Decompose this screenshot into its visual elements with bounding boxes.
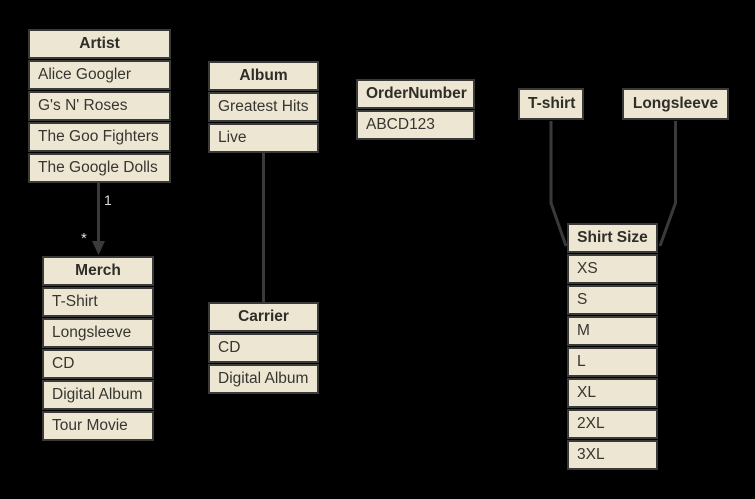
entity-artist: Artist Alice Googler G's N' Roses The Go…: [28, 29, 171, 184]
entity-merch-row: Tour Movie: [42, 411, 154, 441]
entity-carrier: Carrier CD Digital Album: [208, 302, 319, 395]
arrowhead-artist-merch: [92, 241, 105, 255]
entity-artist-row: Alice Googler: [28, 60, 171, 90]
entity-shirtsize-row: XL: [567, 378, 658, 408]
entity-tshirt: T-shirt: [518, 88, 584, 121]
entity-merch-row: T-Shirt: [42, 287, 154, 317]
entity-longsleeve-title: Longsleeve: [622, 88, 729, 120]
entity-shirtsize-row: XS: [567, 254, 658, 284]
entity-merch-title: Merch: [42, 256, 154, 286]
entity-carrier-title: Carrier: [208, 302, 319, 332]
entity-merch-row: Longsleeve: [42, 318, 154, 348]
entity-carrier-row: CD: [208, 333, 319, 363]
entity-shirtsize-title: Shirt Size: [567, 223, 658, 253]
entity-artist-row: G's N' Roses: [28, 91, 171, 121]
entity-artist-title: Artist: [28, 29, 171, 59]
entity-shirtsize-row: S: [567, 285, 658, 315]
entity-shirtsize-row: M: [567, 316, 658, 346]
entity-shirtsize: Shirt Size XS S M L XL 2XL 3XL: [567, 223, 658, 471]
entity-longsleeve: Longsleeve: [622, 88, 729, 121]
entity-album-title: Album: [208, 61, 319, 91]
entity-shirtsize-row: L: [567, 347, 658, 377]
entity-ordernumber-title: OrderNumber: [356, 79, 475, 109]
entity-ordernumber-row: ABCD123: [356, 110, 475, 140]
entity-shirtsize-row: 2XL: [567, 409, 658, 439]
connector-tshirt-shirtsize: [549, 121, 568, 247]
entity-merch-row: Digital Album: [42, 380, 154, 410]
connector-label-one: 1: [104, 192, 112, 208]
entity-album: Album Greatest Hits Live: [208, 61, 319, 154]
entity-artist-row: The Google Dolls: [28, 153, 171, 183]
entity-carrier-row: Digital Album: [208, 364, 319, 394]
connector-longsleeve-shirtsize: [658, 121, 677, 247]
entity-shirtsize-row: 3XL: [567, 440, 658, 470]
entity-album-row: Greatest Hits: [208, 92, 319, 122]
entity-artist-row: The Goo Fighters: [28, 122, 171, 152]
entity-merch: Merch T-Shirt Longsleeve CD Digital Albu…: [42, 256, 154, 442]
entity-merch-row: CD: [42, 349, 154, 379]
entity-album-row: Live: [208, 123, 319, 153]
entity-ordernumber: OrderNumber ABCD123: [356, 79, 475, 141]
connector-label-asterisk: *: [81, 230, 87, 247]
entity-tshirt-title: T-shirt: [518, 88, 584, 120]
